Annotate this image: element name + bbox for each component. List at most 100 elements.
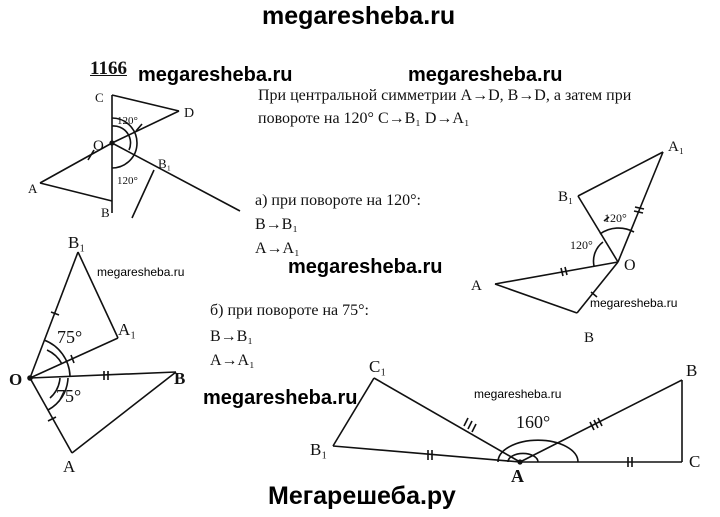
segment-oa [29,377,73,454]
label-a: A [28,181,38,196]
label-o: O [93,138,104,154]
watermark-bottom: Мегарешеба.ру [268,482,456,510]
angle-arc [47,377,69,411]
tick-mark [564,266,568,276]
segment-b1o [577,195,619,263]
tick-mark [463,417,469,427]
angle-label: 75° [57,327,82,347]
label-b1: B₁ [558,189,573,205]
watermark-small: megaresheba.ru [97,265,185,279]
label-a: A [471,278,482,294]
segment-bo [576,261,619,314]
text-line: б) при повороте на 75°: [210,302,369,319]
label-c: C [689,452,700,471]
label-a1: A₁ [668,139,684,155]
angle-arc [599,227,635,235]
watermark: megaresheba.ru [203,387,358,409]
watermark: megaresheba.ru [288,256,443,278]
label-d: D [184,106,194,121]
angle-arc [592,241,604,267]
ray-ob1 [111,142,241,212]
figure-central-symmetry: C D O A B B₁ 120° 120° [28,90,241,220]
label-b1: B₁ [158,156,171,171]
segment-ab [519,379,683,463]
text-line: B→B₁ [210,328,253,345]
segment-ab [39,182,113,202]
label-o: O [9,370,22,389]
angle-label: 120° [570,238,593,252]
segment-b1a1 [77,251,119,339]
angle-label: 120° [604,211,627,225]
tick-mark [593,419,599,429]
label-a1: A₁ [118,320,136,339]
label-a: A [63,457,76,476]
angle-arc [49,377,61,399]
angle-arc [507,452,539,463]
angle-arc [497,439,579,463]
label-b1: B₁ [310,440,327,459]
segment-ab [494,283,578,314]
segment-b1a1 [577,151,664,197]
label-b: B [101,205,110,220]
angle-arc [43,339,71,377]
point-a [517,459,523,465]
text-line: A→A₁ [255,240,300,257]
label-c1: C₁ [369,357,386,376]
watermark: megaresheba.ru [138,64,293,86]
watermark: megaresheba.ru [408,64,563,86]
segment-ob1 [29,251,79,379]
label-o: O [624,257,636,274]
text-line: A→A₁ [210,352,255,369]
segment-a1o [617,151,664,263]
figure-rotation-120: A₁ B₁ O A B 120° 120° [471,139,684,346]
label-b: B [686,361,697,380]
label-b1: B₁ [68,233,85,252]
tick-mark [633,210,644,214]
segment-ob [29,371,177,379]
figure-rotation-160: C₁ B₁ A B C 160° [310,357,700,486]
segment-do [111,110,180,144]
segment-ab [71,371,177,454]
tick-mark [597,417,603,427]
angle-label: 160° [516,412,550,432]
label-b: B [174,369,185,388]
tick-mark [590,291,598,298]
angle-arc [46,349,63,365]
watermark-small: megaresheba.ru [474,387,562,401]
problem-number: 1166 [90,58,127,79]
tick-mark [47,416,57,422]
segment-b1a [332,445,521,463]
label-a: A [511,466,524,486]
tick-mark [70,354,75,364]
segment-b1 [131,169,155,219]
angle-label: 120° [117,175,138,187]
point-o [109,140,115,146]
text-line: а) при повороте на 120°: [255,192,421,209]
angle-arc [111,125,132,151]
point-o [27,375,33,381]
segment-ao [494,261,619,285]
watermark-top: megaresheba.ru [262,2,456,30]
figure-rotation-75: B₁ A₁ O B A 75° 75° [9,233,185,476]
tick-mark [135,123,143,132]
segment-oa1 [29,337,119,379]
tick-mark [603,216,610,222]
text-line: B→B₁ [255,216,298,233]
tick-mark [87,149,95,161]
tick-mark [560,267,564,277]
text-line: повороте на 120° C→B₁ D→A₁ [258,110,470,127]
watermark-small: megaresheba.ru [590,296,678,310]
segment-b1c1 [332,377,375,447]
segment-cd [111,94,180,112]
tick-mark [589,421,595,431]
angle-label: 120° [117,115,138,127]
tick-mark [471,423,477,433]
angle-label: 75° [56,386,81,406]
angle-arc [111,117,138,169]
tick-mark [634,206,645,210]
segment-ao [39,142,113,184]
label-b: B [584,330,594,346]
tick-mark [50,311,60,316]
segment-c1a [373,377,521,463]
